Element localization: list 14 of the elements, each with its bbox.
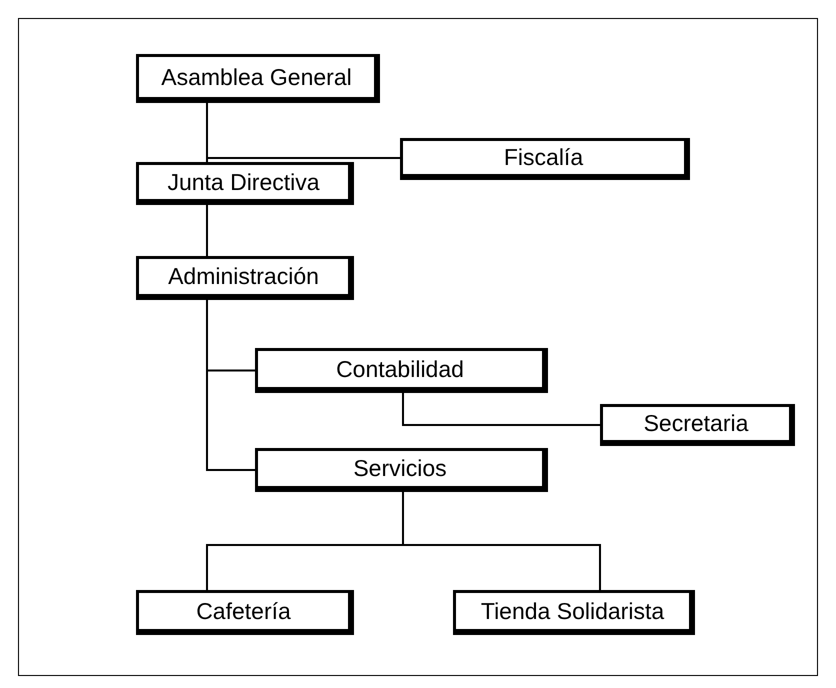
connector-line — [402, 492, 601, 590]
org-box: Cafetería — [136, 590, 354, 635]
org-box: Servicios — [255, 448, 548, 492]
connector-line — [206, 205, 208, 256]
org-box: Asamblea General — [136, 54, 380, 103]
org-box: Junta Directiva — [136, 162, 354, 205]
connector-line — [206, 300, 255, 471]
org-box: Administración — [136, 256, 354, 300]
org-box: Secretaria — [600, 404, 795, 446]
connector-line — [206, 103, 400, 159]
org-box: Fiscalía — [400, 138, 690, 180]
connector-line — [402, 393, 600, 426]
org-box: Contabilidad — [255, 348, 548, 393]
org-box: Tienda Solidarista — [453, 590, 695, 635]
